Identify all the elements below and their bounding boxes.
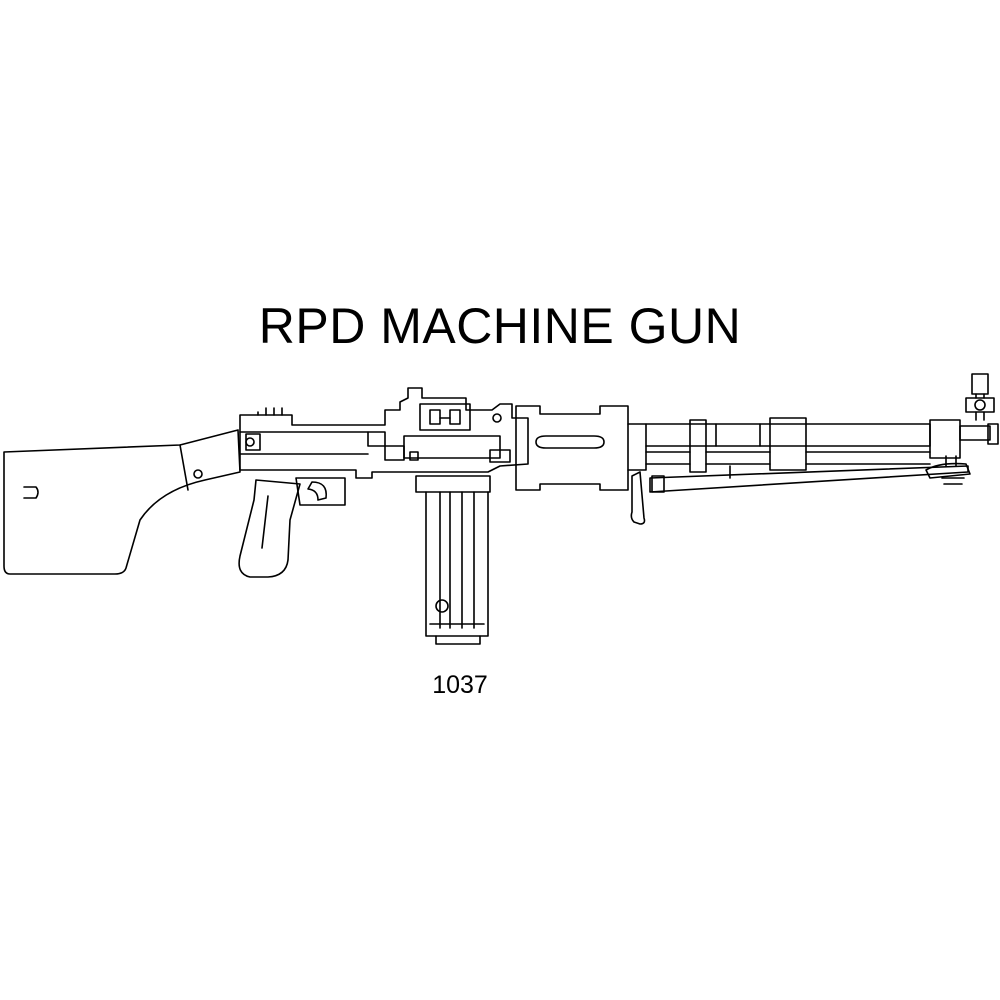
- cocking-handle: [630, 471, 646, 525]
- pistol-grip: [238, 479, 301, 578]
- drum-magazine: [415, 475, 491, 645]
- bipod: [649, 455, 971, 493]
- handguard: [515, 405, 647, 491]
- front-sight: [929, 373, 999, 459]
- barrel: [645, 417, 931, 479]
- receiver: [239, 387, 529, 479]
- diagram-title: RPD MACHINE GUN: [258, 298, 742, 354]
- item-number: 1037: [432, 671, 488, 699]
- buttstock: [3, 429, 241, 575]
- trigger-guard: [295, 477, 346, 506]
